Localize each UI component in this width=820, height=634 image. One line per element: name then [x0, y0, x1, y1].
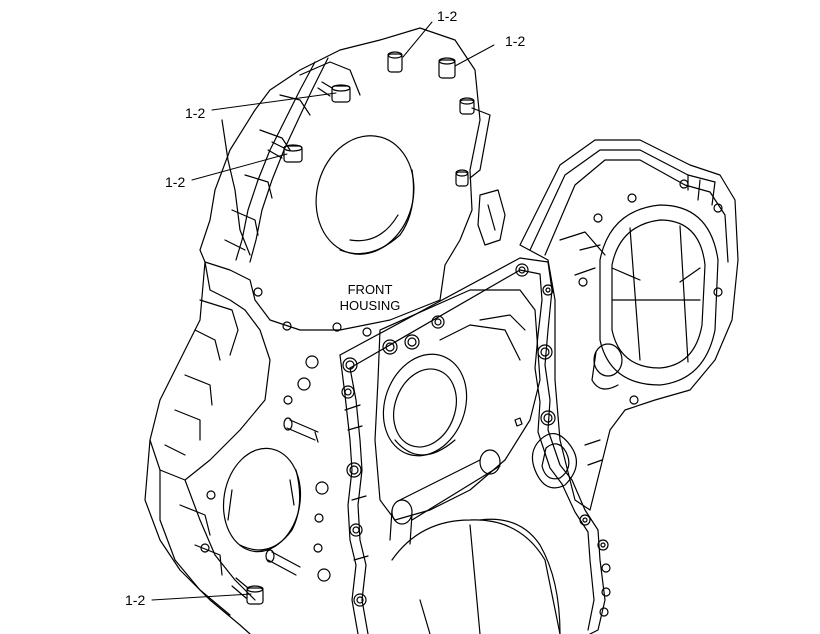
- bracket: [469, 107, 506, 246]
- front-housing-label: FRONT HOUSING: [328, 282, 412, 314]
- callout-label: 1-2: [165, 174, 186, 190]
- bolt: [438, 57, 456, 79]
- leader-line: [402, 21, 433, 58]
- gasket: [339, 257, 611, 634]
- callout-label: 1-2: [505, 33, 526, 49]
- bolt-set: [231, 51, 475, 605]
- front-housing-plate: [144, 27, 481, 634]
- front-housing-label-line2: HOUSING: [339, 298, 401, 313]
- leader-lines: [151, 21, 495, 601]
- leader-line: [211, 92, 337, 111]
- bolt: [317, 81, 351, 103]
- callout-label: 1-2: [125, 592, 146, 608]
- bolt: [459, 97, 475, 115]
- bolt: [231, 577, 264, 605]
- leader-line: [151, 593, 252, 601]
- leader-line: [191, 153, 288, 181]
- bolt: [267, 141, 303, 163]
- front-housing-label-line1: FRONT: [347, 282, 393, 297]
- bolt: [455, 169, 469, 187]
- bolt: [387, 51, 403, 73]
- front-cover: [519, 139, 739, 511]
- callout-label: 1-2: [437, 8, 458, 24]
- gear-housing: [374, 289, 561, 634]
- callout-label: 1-2: [185, 105, 206, 121]
- leader-line: [454, 44, 495, 67]
